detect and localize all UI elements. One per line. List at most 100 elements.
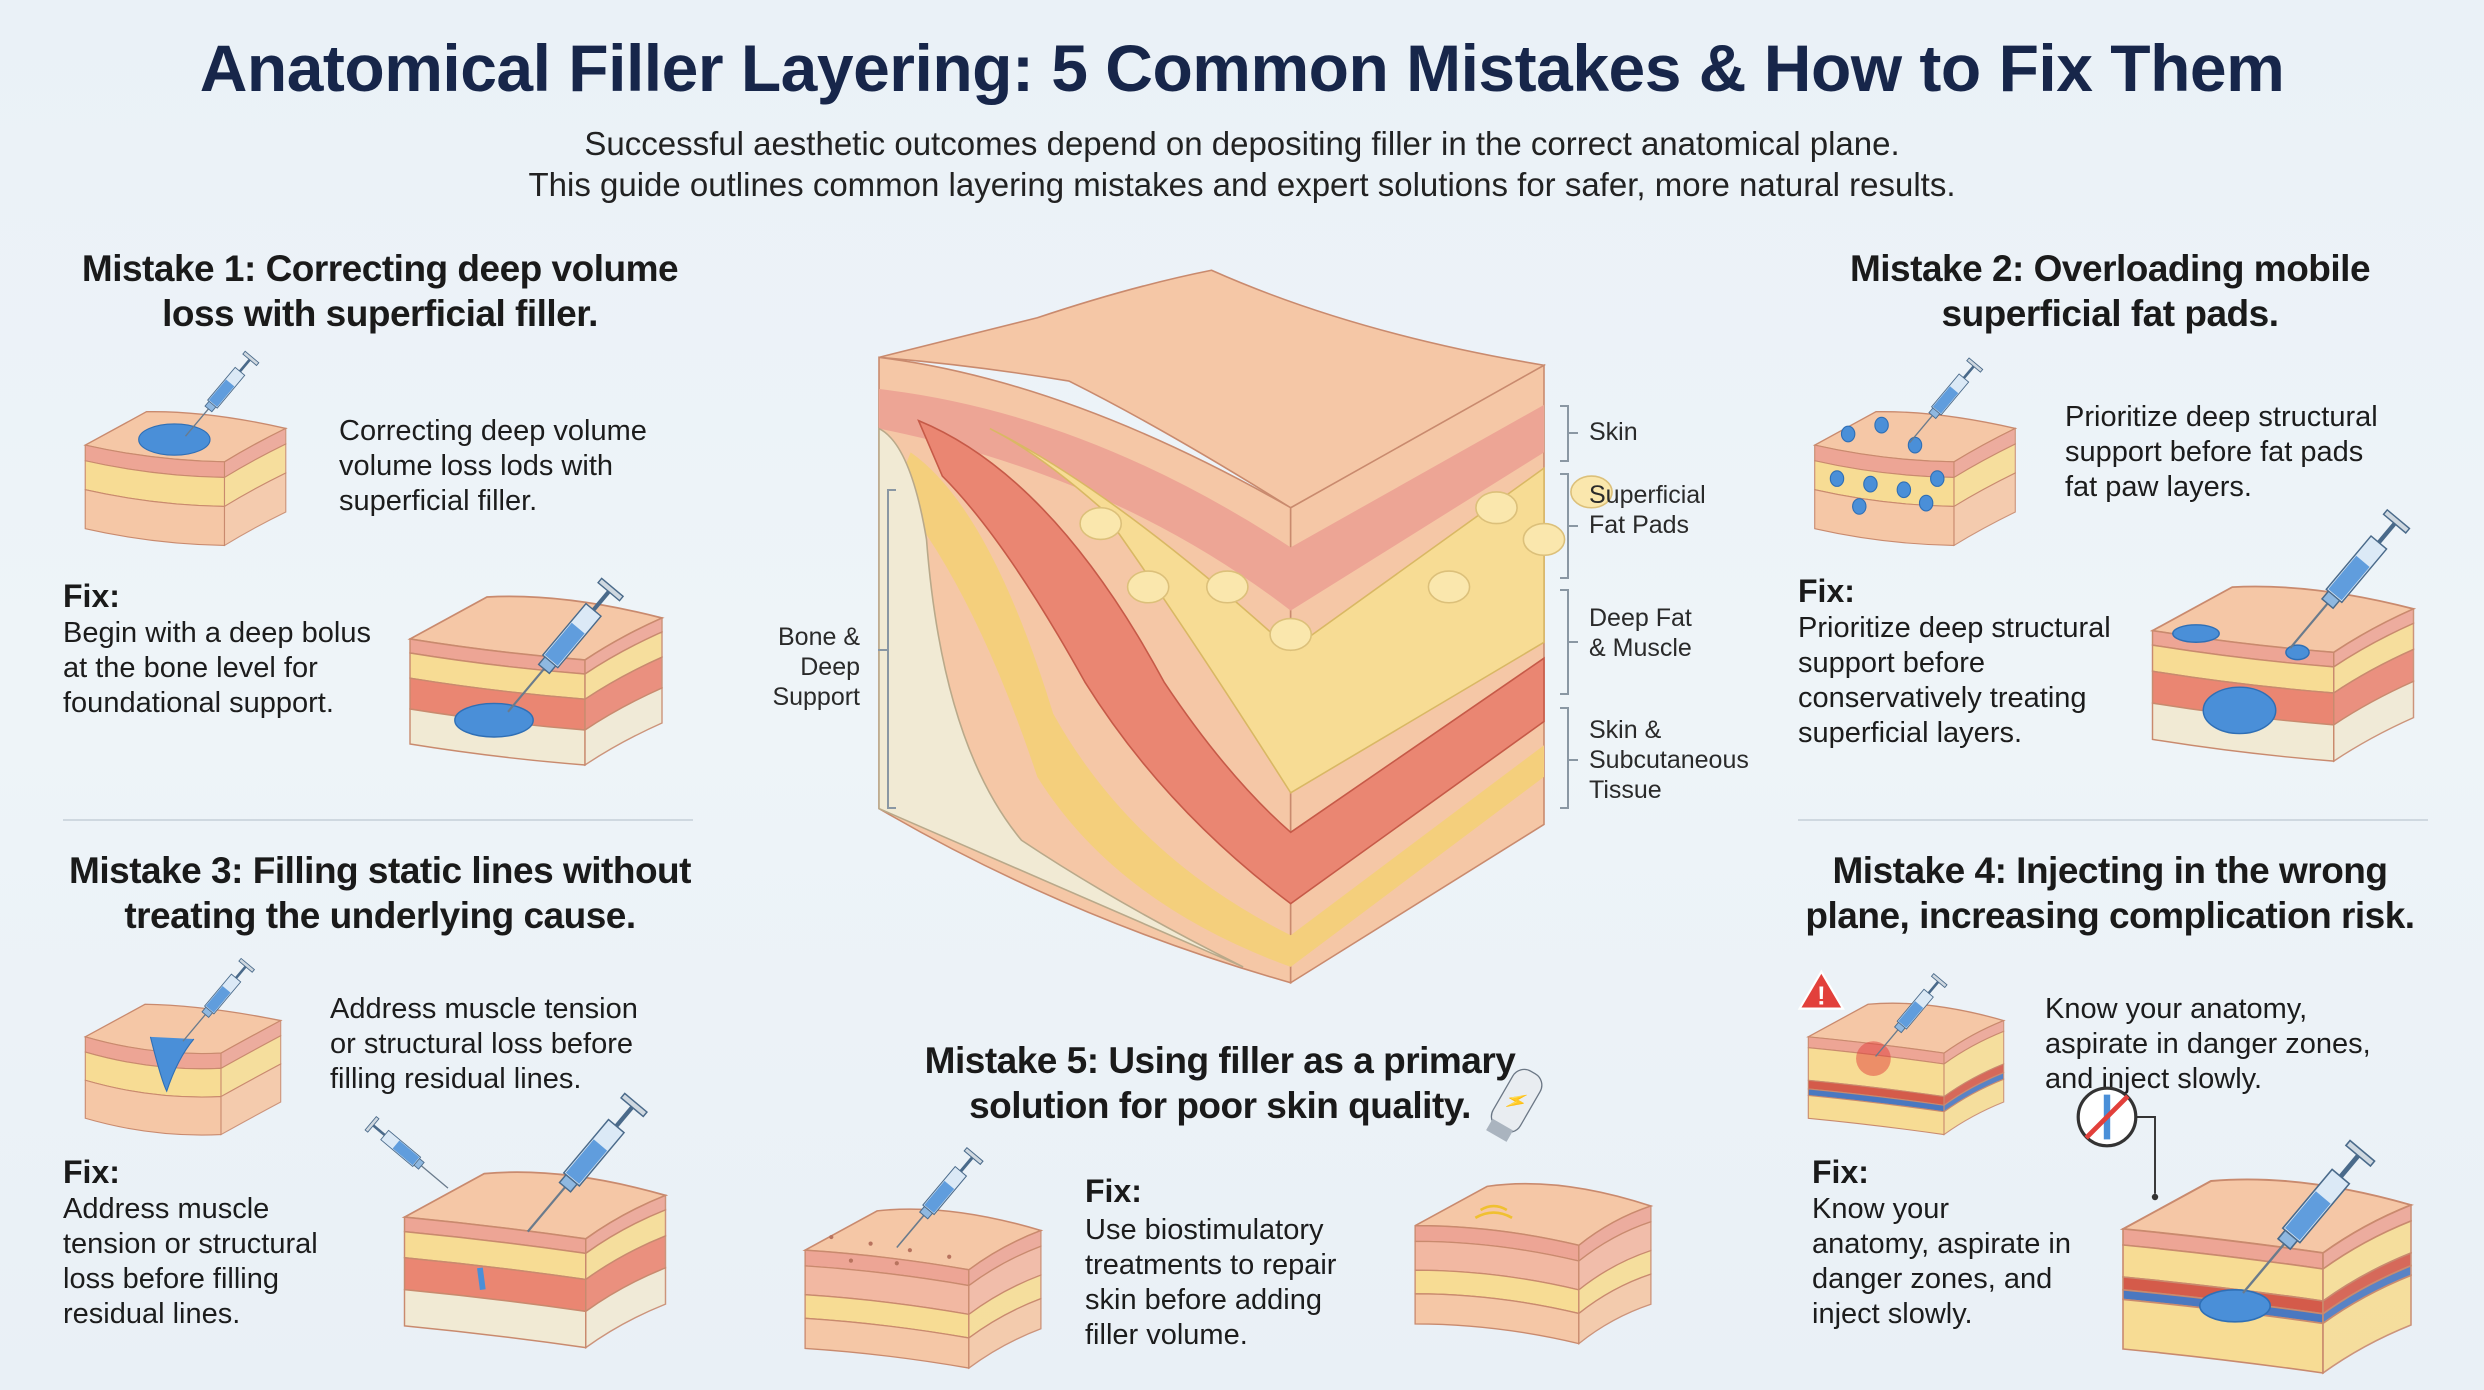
mistake-1-desc-line: Correcting deep volume xyxy=(339,415,647,447)
tissue-layer-side xyxy=(584,686,663,767)
label-superficial-fat-pads: Superficial Fat Pads xyxy=(1589,480,1706,540)
skin-texture-dot xyxy=(868,1241,873,1246)
mistake-5-fix-illustration: ⚡ xyxy=(1402,1068,1664,1378)
tissue-layer-side xyxy=(223,472,287,547)
tissue-block-drawing xyxy=(83,350,288,547)
label-bone-deep-support: Bone & Deep Support xyxy=(740,622,860,712)
mistake-4-desc-line: Know your anatomy, xyxy=(2045,993,2308,1025)
mistake-2-fix-line: superficial layers. xyxy=(1798,717,2023,749)
mistake-2-fix-label: Fix: xyxy=(1798,573,1855,609)
syringe-icon xyxy=(2242,1139,2376,1294)
mistake-3-illustration xyxy=(63,950,303,1140)
mistake-3-desc-line: filling residual lines. xyxy=(330,1063,582,1095)
mistake-1-desc-line: volume loss lods with xyxy=(339,450,613,482)
mistake-1-illustration xyxy=(63,350,308,551)
mistake-1-heading-line2: loss with superficial filler. xyxy=(162,293,598,334)
label-text: & Muscle xyxy=(1589,634,1692,662)
mistake-1-fix-line: at the bone level for xyxy=(63,652,318,684)
mistake-3-fix-line: loss before filling xyxy=(63,1263,279,1295)
syringe-icon xyxy=(364,1115,449,1189)
filler-bolus xyxy=(1840,425,1856,443)
filler-bolus xyxy=(1852,498,1867,515)
skin-texture-dot xyxy=(848,1258,854,1263)
mistake-4-fix-illustration xyxy=(2076,1086,2427,1381)
filler-bolus xyxy=(1907,436,1923,454)
label-skin-subcutaneous: Skin & Subcutaneous Tissue xyxy=(1589,715,1749,805)
mistake-4-fix-line: inject slowly. xyxy=(1812,1298,1973,1330)
tissue-layer-side xyxy=(585,1266,667,1350)
mistake-4-fix-line: Know your xyxy=(1812,1193,1950,1225)
mistake-3-heading-line1: Mistake 3: Filling static lines without xyxy=(69,850,691,891)
label-text: Subcutaneous xyxy=(1589,746,1749,774)
mistake-5-illustration xyxy=(792,1140,1054,1380)
label-text: Superficial xyxy=(1589,481,1706,509)
filler-bolus xyxy=(2285,644,2310,661)
mistake-1-fix-illustration xyxy=(396,507,676,792)
label-text: Skin & xyxy=(1589,716,1662,744)
mistake-5-fix-line: skin before adding xyxy=(1085,1284,1322,1316)
skin-texture-dot xyxy=(894,1261,899,1266)
energy-waves xyxy=(1474,1204,1513,1219)
tissue-layers-cross-section xyxy=(878,269,1613,985)
mistake-2-desc-line: support before fat pads xyxy=(2065,436,2364,468)
divider-left xyxy=(63,819,693,821)
mistake-3-fix-illustration xyxy=(364,1092,680,1363)
mistake-2-fix-illustration xyxy=(2138,499,2428,784)
tissue-layer-side xyxy=(1953,472,2016,547)
fat-lobule xyxy=(1126,570,1170,604)
mistake-1-fix-line: Begin with a deep bolus xyxy=(63,617,371,649)
skin-texture-dot xyxy=(947,1254,952,1259)
no-syringe-icon xyxy=(2076,1086,2159,1201)
syringe-icon xyxy=(526,1092,648,1233)
fat-lobule xyxy=(1269,617,1313,652)
fat-lobule xyxy=(1427,570,1471,604)
fat-lobule xyxy=(1475,491,1518,525)
tissue-block-drawing xyxy=(407,577,665,767)
tissue-block-drawing xyxy=(1812,357,2018,547)
syringe-icon xyxy=(1875,973,1948,1057)
layer-muscle xyxy=(917,419,1545,905)
filler-bolus xyxy=(1829,470,1845,487)
divider-right xyxy=(1798,819,2428,821)
syringe-icon xyxy=(184,350,260,437)
mistake-4-desc-line: aspirate in danger zones, xyxy=(2045,1028,2371,1060)
mistake-2-illustration xyxy=(1795,356,2035,551)
subtitle-line-1: Successful aesthetic outcomes depend on … xyxy=(584,125,1900,162)
mistake-2-heading-line1: Mistake 2: Overloading mobile xyxy=(1849,248,2371,289)
mistake-4-fix-label: Fix: xyxy=(1812,1154,1869,1190)
warning-icon: ! xyxy=(1797,969,1845,1010)
label-text: Fat Pads xyxy=(1589,511,1690,539)
label-deep-fat-muscle: Deep Fat & Muscle xyxy=(1589,603,1692,663)
tissue-block-drawing xyxy=(364,1092,669,1350)
label-skin: Skin xyxy=(1589,417,1638,447)
filler-bolus xyxy=(2172,624,2220,643)
tissue-layer-side xyxy=(2322,1274,2412,1375)
mistake-4-heading-line2: plane, increasing complication risk. xyxy=(1805,895,2415,936)
mistake-1-fix-label: Fix: xyxy=(63,578,120,614)
tissue-layer-side xyxy=(1943,1078,2005,1136)
label-text: Deep xyxy=(800,653,860,681)
syringe-icon xyxy=(1908,357,1984,444)
mistake-2-desc-line: Prioritize deep structural xyxy=(2065,401,2378,433)
tissue-layer-side xyxy=(1578,1273,1652,1345)
label-text: Support xyxy=(772,683,860,711)
mistake-3-fix-label: Fix: xyxy=(63,1154,120,1190)
mistake-3-fix-line: tension or structural xyxy=(63,1228,318,1260)
mistake-5-fix-label: Fix: xyxy=(1085,1173,1142,1209)
filler-bolus xyxy=(1930,470,1945,487)
mistake-3-fix-line: residual lines. xyxy=(63,1298,241,1330)
mistake-2-heading-line2: superficial fat pads. xyxy=(1941,293,2280,334)
mistake-5-fix-line: filler volume. xyxy=(1085,1319,1248,1351)
syringe-icon xyxy=(2289,508,2411,649)
mistake-4-illustration: ! xyxy=(1795,950,2017,1140)
label-text: Deep Fat xyxy=(1589,604,1692,632)
layer-dermis xyxy=(879,389,1544,611)
subtitle-line-2: This guide outlines common layering mist… xyxy=(528,166,1956,203)
filler-bolus xyxy=(138,423,211,456)
layer-bone xyxy=(878,427,1244,968)
energy-device-icon: ⚡ xyxy=(1486,1068,1543,1142)
skin-texture-dot xyxy=(907,1248,912,1253)
syringe-icon xyxy=(896,1146,984,1249)
filler-bolus xyxy=(454,702,534,738)
syringe-icon xyxy=(507,577,625,713)
